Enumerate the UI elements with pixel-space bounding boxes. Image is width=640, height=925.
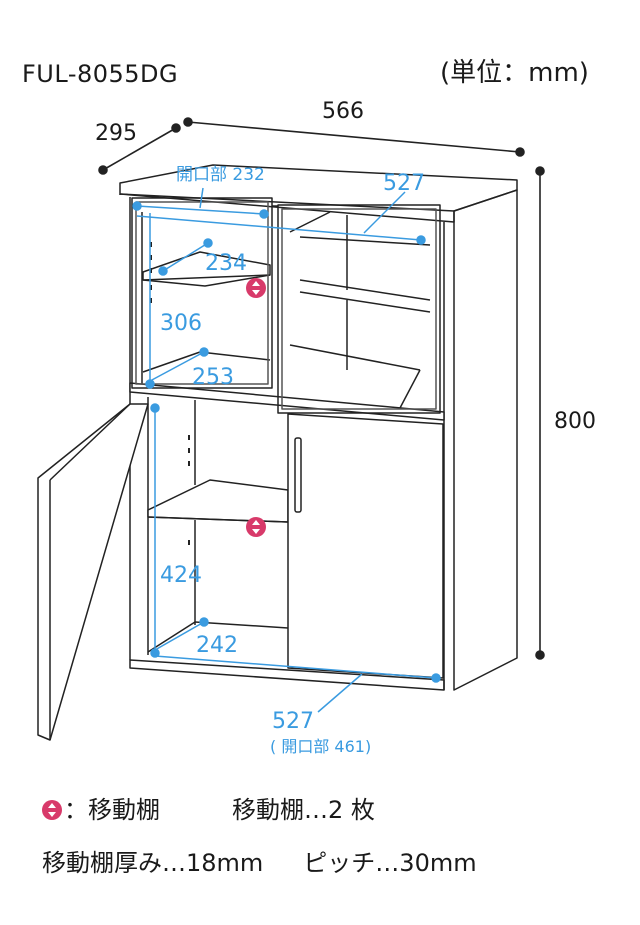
shelf-depth-upper-label: 234 [205, 251, 247, 276]
legend-row-2: 移動棚厚み…18mm ピッチ…30mm [42, 843, 477, 878]
legend-row-1: ：移動棚 移動棚…2 枚 [42, 790, 375, 825]
upper-inner-width-label: 527 [383, 171, 425, 196]
legend-shelf-count: 移動棚…2 枚 [232, 796, 375, 824]
bottom-depth-lower-label: 242 [196, 633, 238, 658]
movable-shelf-marker-lower [246, 517, 266, 537]
upper-opening-label: 開口部 232 [176, 165, 265, 185]
unit-label: (単位：mm) [440, 58, 589, 88]
overall-dimensions [98, 117, 545, 660]
depth-label: 295 [95, 121, 137, 146]
width-label: 566 [322, 99, 364, 124]
legend-thickness: 移動棚厚み…18mm [42, 849, 264, 877]
legend-pitch: ピッチ…30mm [303, 849, 477, 877]
height-label: 800 [554, 409, 596, 434]
shelf-pin-holes [150, 242, 190, 545]
lower-inner-height-label: 424 [160, 563, 202, 588]
movable-shelf-marker-upper [246, 278, 266, 298]
movable-shelf-icon [42, 800, 62, 820]
cabinet-body [37, 164, 518, 741]
upper-inner-height-label: 306 [160, 311, 202, 336]
model-number: FUL-8055DG [22, 60, 179, 88]
lower-inner-width-label: 527 [272, 709, 314, 734]
legend-symbol-label: ：移動棚 [64, 796, 160, 824]
inner-dimensions [132, 187, 441, 713]
bottom-depth-upper-label: 253 [192, 365, 234, 390]
lower-opening-label: ( 開口部 461) [270, 737, 371, 756]
